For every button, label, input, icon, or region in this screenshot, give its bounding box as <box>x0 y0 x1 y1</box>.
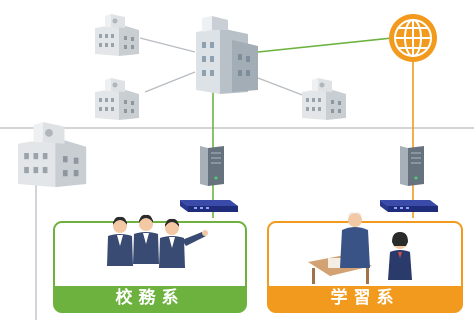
office-building-icon <box>196 16 258 94</box>
globe-icon <box>389 14 437 62</box>
server-tower-icon <box>200 146 224 186</box>
classroom-illustration <box>308 212 412 284</box>
learning-system-label: 学習系 <box>330 288 400 308</box>
school-building-icon <box>18 122 87 188</box>
learning-system-panel <box>267 212 463 313</box>
staff-group-illustration <box>107 214 208 268</box>
network-switch-icon <box>380 200 438 212</box>
school-link-line <box>144 71 196 93</box>
school-building-icon <box>95 14 139 56</box>
admin-system-panel <box>53 214 247 313</box>
school-building-icon <box>95 78 139 120</box>
network-switch-icon <box>180 200 238 212</box>
school-link-line <box>139 37 196 53</box>
admin-system-label: 校務系 <box>115 288 185 308</box>
server-tower-icon <box>400 146 424 186</box>
school-building-icon <box>302 78 346 120</box>
school-link-line <box>257 77 306 97</box>
internet-link-line <box>257 37 393 53</box>
